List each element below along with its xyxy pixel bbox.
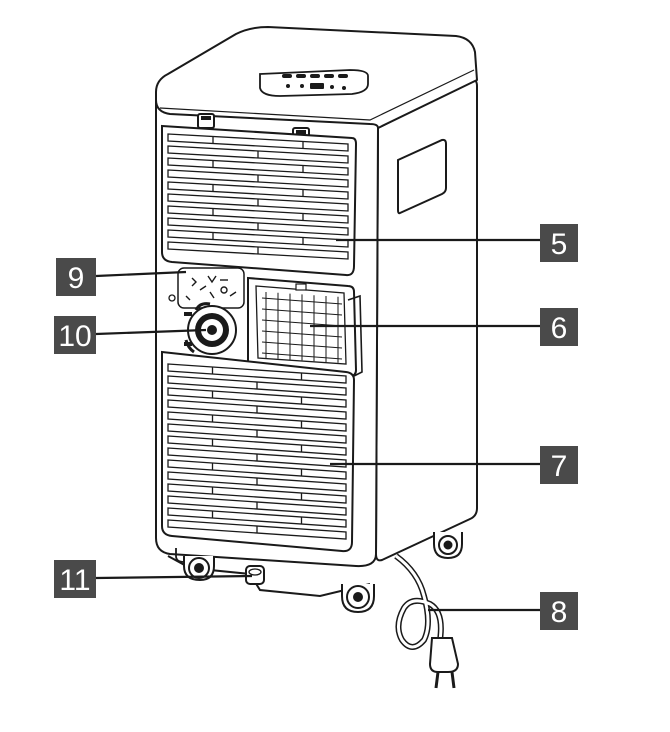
grille-slat bbox=[167, 145, 349, 164]
callout-7: 7 bbox=[540, 446, 578, 484]
grille-slat bbox=[167, 133, 349, 152]
leader-lines bbox=[95, 238, 540, 612]
grille-slat bbox=[167, 217, 349, 236]
side-handle-recess bbox=[397, 138, 447, 215]
grille-slat bbox=[167, 459, 347, 480]
upper-grille bbox=[161, 124, 358, 277]
grille-slat bbox=[167, 193, 349, 212]
grille-slat bbox=[167, 157, 349, 176]
callout-5-label: 5 bbox=[551, 228, 568, 261]
wheel-rear-right bbox=[433, 532, 463, 560]
top-edge-line bbox=[159, 69, 475, 121]
mode-knob[interactable] bbox=[184, 302, 237, 355]
wheel-front-left bbox=[183, 556, 215, 582]
callout-10-label: 10 bbox=[58, 320, 91, 353]
callout-8-label: 8 bbox=[551, 596, 568, 629]
power-plug bbox=[428, 637, 460, 689]
callout-9-label: 9 bbox=[68, 262, 85, 295]
control-panel bbox=[259, 69, 369, 97]
callout-8: 8 bbox=[540, 592, 578, 630]
grille-slat bbox=[167, 169, 349, 188]
grille-slat bbox=[167, 483, 347, 504]
callout-6: 6 bbox=[540, 308, 578, 346]
callout-6-label: 6 bbox=[551, 312, 568, 345]
grille-slat bbox=[167, 387, 347, 408]
grille-slat bbox=[167, 507, 347, 528]
grille-slat bbox=[167, 471, 347, 492]
lower-grille bbox=[161, 350, 356, 553]
callout-5: 5 bbox=[540, 224, 578, 262]
grille-slat bbox=[167, 411, 347, 432]
grille-slat bbox=[167, 447, 347, 468]
callout-7-label: 7 bbox=[551, 450, 568, 483]
grille-slat bbox=[167, 363, 347, 384]
mode-symbols-panel bbox=[177, 267, 245, 309]
callout-9: 9 bbox=[56, 258, 96, 296]
grille-slat bbox=[167, 423, 347, 444]
callout-10: 10 bbox=[54, 316, 96, 354]
grille-slat bbox=[167, 229, 349, 248]
callout-11: 11 bbox=[54, 560, 96, 598]
grille-slat bbox=[167, 205, 349, 224]
control-buttons bbox=[282, 74, 348, 90]
grille-slat bbox=[167, 375, 347, 396]
power-cord bbox=[394, 553, 444, 650]
wheel-front-right bbox=[341, 584, 375, 614]
grille-slat bbox=[167, 435, 347, 456]
grille-slat bbox=[167, 519, 347, 540]
grille-slat bbox=[167, 399, 347, 420]
callout-11-label: 11 bbox=[59, 564, 90, 597]
grille-slat bbox=[167, 241, 349, 260]
grille-slat bbox=[167, 181, 349, 200]
indicator-dot bbox=[168, 294, 176, 302]
grille-slat bbox=[167, 495, 347, 516]
